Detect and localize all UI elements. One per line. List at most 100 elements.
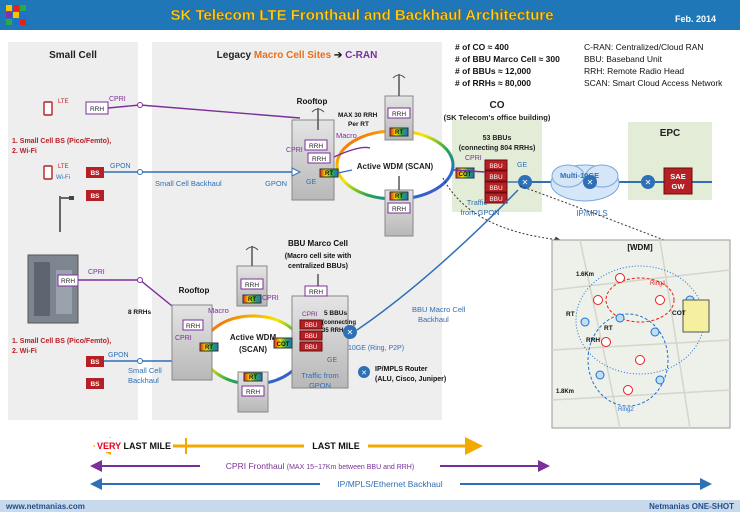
router-label-2: (ALU, Cisco, Juniper): [375, 376, 446, 383]
cpri-fronthaul-label: CPRI Fronthaul (MAX 15~17Km between BBU …: [226, 461, 414, 471]
cpri-link: [333, 146, 371, 158]
gw-label: GW: [672, 182, 686, 191]
phone-icon: [43, 101, 53, 116]
bs-box: [86, 167, 104, 178]
netmanias-logo: [6, 5, 26, 25]
epc-heading: EPC: [660, 128, 681, 139]
small-cell-bs-label-1: 1. Small Cell BS (Pico/Femto),: [12, 138, 111, 145]
stat-bbus: # of BBUs ≈ 12,000: [455, 66, 531, 76]
router-icon: ✕: [641, 175, 655, 189]
legacy-heading: Legacy Macro Cell Sites ➔ C-RAN: [217, 50, 378, 61]
svg-text:RRH: RRH: [586, 337, 600, 344]
svg-text:COT: COT: [459, 172, 472, 178]
svg-text:RRH: RRH: [309, 143, 323, 150]
link-node: [137, 102, 143, 108]
glossary-bbu: BBU: Baseband Unit: [584, 54, 663, 64]
svg-text:Backhaul: Backhaul: [418, 315, 449, 324]
svg-text:COT: COT: [672, 310, 686, 317]
bbus-53-label: 53 BBUs: [483, 135, 512, 142]
rrh-box: [304, 139, 328, 151]
link-node: [137, 277, 143, 283]
connecting-804-label: (connecting 804 RRHs): [459, 145, 536, 152]
svg-text:RRH: RRH: [245, 282, 259, 289]
svg-text:LTE: LTE: [58, 164, 69, 170]
bbus-5-label: 5 BBUs: [324, 310, 348, 317]
svg-text:Macro: Macro: [208, 306, 229, 315]
svg-text:✕: ✕: [645, 178, 652, 187]
small-cell-heading: Small Cell: [49, 50, 97, 61]
svg-text:✕: ✕: [347, 328, 354, 337]
svg-text:✕: ✕: [587, 178, 594, 187]
link-node: [137, 358, 143, 364]
active-wdm-scan-label: Active WDM (SCAN): [357, 162, 434, 171]
title-bar: [0, 0, 740, 30]
svg-text:RT: RT: [248, 297, 256, 303]
small-cell-backhaul-label: Small Cell Backhaul: [155, 179, 222, 188]
svg-text:RRH: RRH: [246, 389, 260, 396]
svg-text:GPON: GPON: [265, 179, 287, 188]
router-icon: ✕: [518, 175, 532, 189]
ring-label: 10GE (Ring, P2P): [348, 345, 404, 352]
svg-text:RRH: RRH: [186, 323, 200, 330]
glossary-cran: C-RAN: Centralized/Cloud RAN: [584, 42, 704, 52]
svg-text:GE: GE: [327, 357, 337, 364]
svg-text:Macro: Macro: [336, 131, 357, 140]
rooftop-label-upper: Rooftop: [297, 97, 328, 106]
svg-text:Traffic: Traffic: [467, 198, 488, 207]
svg-text:Ring2: Ring2: [618, 407, 634, 413]
svg-text:BS: BS: [90, 193, 100, 200]
very-last-mile-label: VERY LAST MILE: [97, 441, 171, 451]
svg-text:GE: GE: [517, 162, 527, 169]
stat-bbu-macro: # of BBU Marco Cell ≈ 300: [455, 54, 560, 64]
svg-text:RRH: RRH: [392, 111, 406, 118]
gpon-splitter: [291, 167, 302, 177]
svg-text:LTE: LTE: [58, 99, 69, 105]
svg-text:CPRI: CPRI: [88, 269, 105, 276]
glossary-rrh: RRH: Remote Radio Head: [584, 66, 684, 76]
ge-link: [337, 169, 353, 174]
svg-text:from GPON: from GPON: [460, 208, 499, 217]
per-rt-label: Per RT: [348, 121, 369, 128]
link-node: [137, 169, 143, 175]
glossary: C-RAN: Centralized/Cloud RAN BBU: Baseba…: [584, 42, 723, 88]
svg-text:RRH: RRH: [392, 206, 406, 213]
ip-mpls-label: IP/MPLS: [576, 209, 608, 218]
svg-text:BBU: BBU: [489, 163, 503, 170]
rrh-box: [241, 385, 265, 397]
rt-box: [199, 342, 219, 352]
svg-text:RRH: RRH: [312, 156, 326, 163]
rrh-box: [307, 152, 331, 164]
co-subheading: (SK Telecom's office building): [444, 113, 551, 122]
active-wdm-label: Active WDM: [230, 333, 277, 342]
antenna-icon: [311, 108, 325, 130]
map-leader: [442, 177, 561, 243]
svg-text:CPRI: CPRI: [175, 335, 192, 342]
svg-text:RT: RT: [604, 325, 613, 332]
antenna-icon: [245, 246, 259, 266]
router-label-1: IP/MPLS Router: [375, 366, 428, 373]
svg-text:35 RRHs): 35 RRHs): [322, 328, 349, 334]
stat-co: # of CO ≈ 400: [455, 42, 509, 52]
svg-text:RT: RT: [325, 171, 333, 177]
svg-text:Traffic from: Traffic from: [301, 371, 339, 380]
small-cell-panel: [8, 42, 138, 420]
footer-url[interactable]: www.netmanias.com: [5, 502, 85, 511]
svg-text:RT: RT: [395, 194, 403, 200]
map-nodes: [580, 273, 695, 395]
svg-text:BBU: BBU: [489, 174, 503, 181]
svg-text:RRH: RRH: [61, 278, 75, 285]
svg-text:COT: COT: [277, 342, 290, 348]
bbu-box: [299, 330, 323, 341]
svg-text:Wi-Fi: Wi-Fi: [56, 175, 70, 181]
rt-box: [389, 191, 409, 201]
rt-box: [389, 127, 409, 137]
svg-text:BBU: BBU: [489, 185, 503, 192]
wdm-label: [WDM]: [627, 243, 653, 252]
multi-10ge-label: Multi-10GE: [560, 171, 599, 180]
cpri-link: [452, 169, 486, 173]
stat-rrhs: # of RRHs ≈ 80,000: [455, 78, 531, 88]
last-mile-label: LAST MILE: [312, 441, 360, 451]
svg-text:BS: BS: [90, 381, 100, 388]
svg-text:GE: GE: [306, 179, 316, 186]
